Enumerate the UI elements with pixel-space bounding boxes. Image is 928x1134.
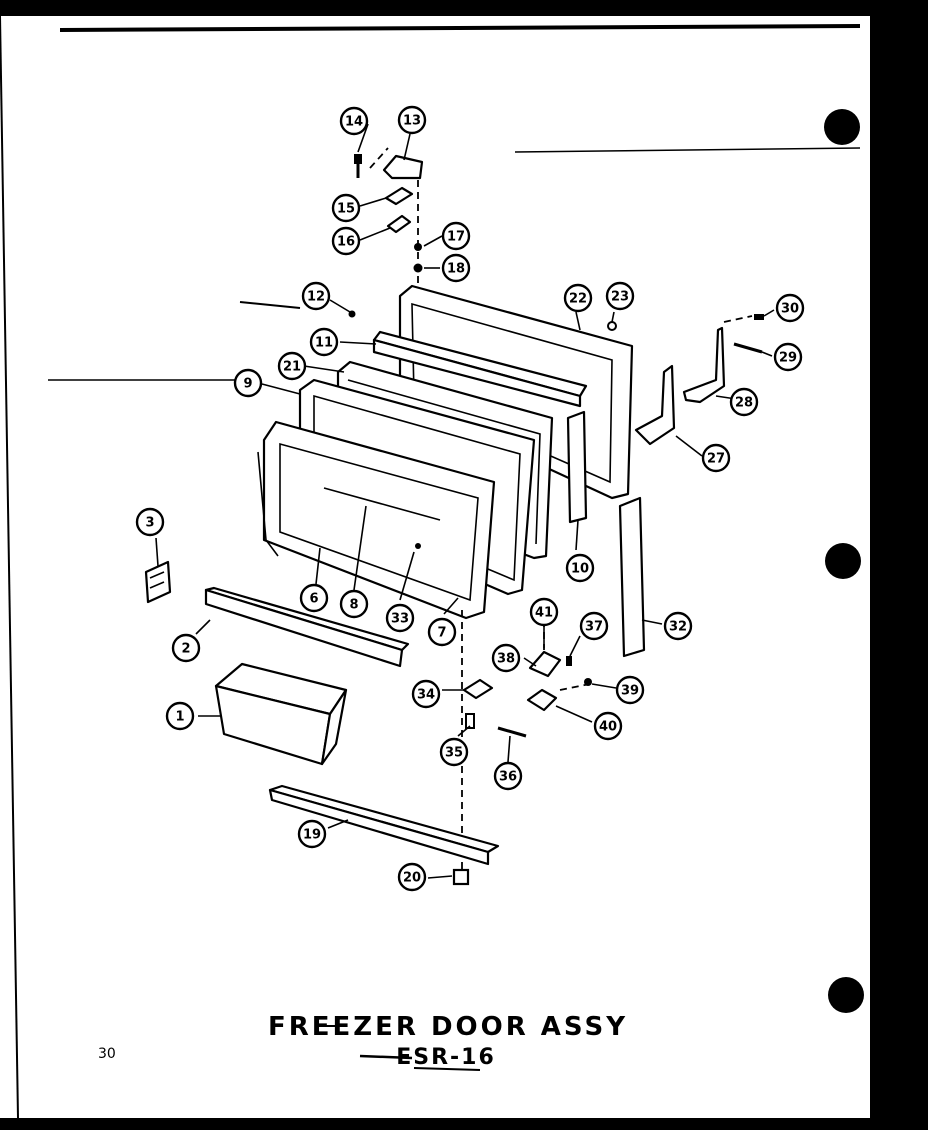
callout-number: 13 [403, 114, 421, 129]
top-breaker-strip [372, 330, 588, 408]
leader-lines [155, 123, 775, 879]
callout-3: 3 [135, 507, 165, 537]
callout-18: 18 [441, 253, 471, 283]
callout-number: 6 [309, 592, 318, 607]
callout-number: 12 [307, 290, 325, 305]
callout-number: 11 [315, 336, 333, 351]
bottom-hinge-group [461, 610, 592, 870]
callout-8: 8 [339, 589, 369, 619]
callout-number: 3 [145, 516, 154, 531]
callout-number: 27 [707, 452, 725, 467]
callout-27: 27 [701, 443, 731, 473]
side-strips [566, 410, 646, 658]
callout-number: 16 [337, 235, 355, 250]
callout-1: 1 [165, 701, 195, 731]
callout-number: 33 [391, 612, 409, 627]
door-panels [257, 360, 554, 620]
callout-number: 38 [497, 652, 515, 667]
callout-21: 21 [277, 351, 307, 381]
callout-number: 21 [283, 360, 301, 375]
callout-28: 28 [729, 387, 759, 417]
callout-6: 6 [299, 583, 329, 613]
title-block: FREEZER DOOR ASSY ESR-16 30 [98, 1012, 625, 1071]
callout-number: 20 [403, 871, 421, 886]
callout-38: 38 [491, 643, 521, 673]
callout-number: 37 [585, 620, 603, 635]
callout-number: 22 [569, 292, 587, 307]
callout-number: 36 [499, 770, 517, 785]
callout-9: 9 [233, 368, 263, 398]
callout-16: 16 [331, 226, 361, 256]
latch-part [144, 560, 172, 604]
callout-2: 2 [171, 633, 201, 663]
callout-32: 32 [663, 611, 693, 641]
callout-29: 29 [773, 342, 803, 372]
callout-number: 1 [175, 710, 184, 725]
callout-number: 8 [349, 598, 358, 613]
callout-15: 15 [331, 193, 361, 223]
right-hinge-group [634, 314, 764, 446]
callout-14: 14 [339, 106, 369, 136]
callout-number: 9 [243, 377, 252, 392]
door-shelf-rail [204, 586, 410, 668]
callout-30: 30 [775, 293, 805, 323]
callout-number: 35 [445, 746, 463, 761]
callout-number: 40 [599, 720, 617, 735]
binder-holes [824, 109, 864, 1013]
callout-23: 23 [605, 281, 635, 311]
callout-10: 10 [565, 553, 595, 583]
callout-number: 23 [611, 290, 629, 305]
callout-40: 40 [593, 711, 623, 741]
callout-number: 15 [337, 202, 355, 217]
callout-number: 10 [571, 562, 589, 577]
callout-number: 30 [781, 302, 799, 317]
callout-number: 39 [621, 684, 639, 699]
callout-33: 33 [385, 603, 415, 633]
callout-17: 17 [441, 221, 471, 251]
callout-number: 14 [345, 115, 363, 130]
callout-39: 39 [615, 675, 645, 705]
callout-number: 2 [181, 642, 190, 657]
callout-number: 32 [669, 620, 687, 635]
callout-41: 41 [529, 597, 559, 627]
callout-20: 20 [397, 862, 427, 892]
door-bin [214, 662, 348, 766]
callout-number: 34 [417, 688, 435, 703]
callout-35: 35 [439, 737, 469, 767]
callout-7: 7 [427, 617, 457, 647]
bottom-strip [268, 784, 500, 886]
callout-number: 41 [535, 606, 553, 621]
top-hinge-group [348, 147, 424, 318]
model-number: ESR-16 [396, 1045, 496, 1070]
callout-number: 18 [447, 262, 465, 277]
page-number: 30 [98, 1046, 116, 1062]
callout-36: 36 [493, 761, 523, 791]
callout-19: 19 [297, 819, 327, 849]
callout-number: 7 [437, 626, 446, 641]
callout-number: 28 [735, 396, 753, 411]
callout-13: 13 [397, 105, 427, 135]
callout-11: 11 [309, 327, 339, 357]
callout-number: 19 [303, 828, 321, 843]
callout-12: 12 [301, 281, 331, 311]
callout-22: 22 [563, 283, 593, 313]
callout-number: 17 [447, 230, 465, 245]
callout-number: 29 [779, 351, 797, 366]
callout-34: 34 [411, 679, 441, 709]
callout-37: 37 [579, 611, 609, 641]
